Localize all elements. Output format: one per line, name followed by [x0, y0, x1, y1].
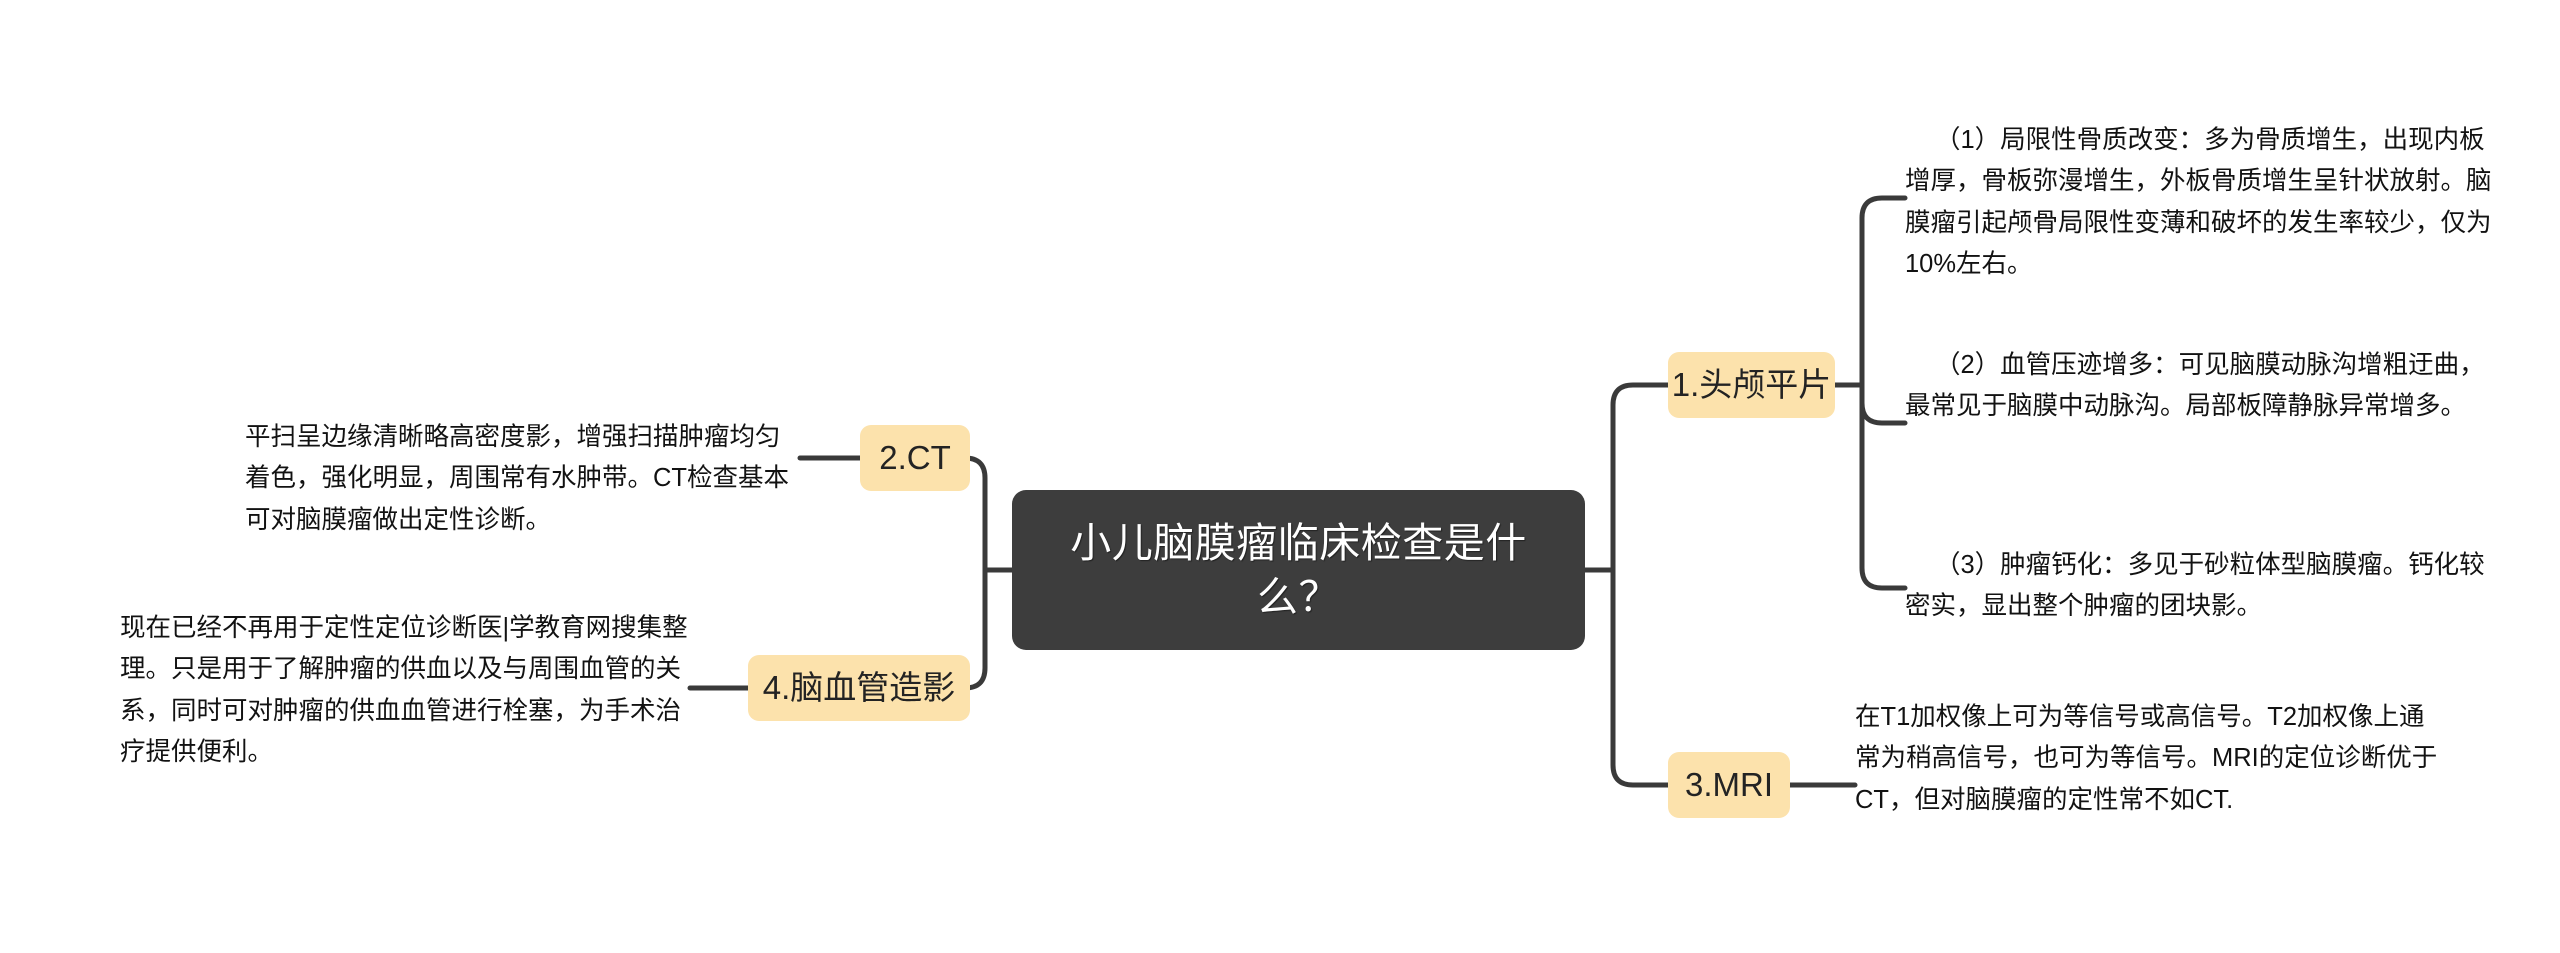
topic-node-1-label: 1.头颅平片 [1671, 366, 1832, 404]
leaf-text-skull-3: （3）肿瘤钙化：多见于砂粒体型脑膜瘤。钙化较密实，显出整个肿瘤的团块影。 [1905, 551, 2485, 621]
topic-node-1-skull-plain-film[interactable]: 1.头颅平片 [1668, 352, 1835, 418]
leaf-text-skull-1: （1）局限性骨质改变：多为骨质增生，出现内板增厚，骨板弥漫增生，外板骨质增生呈针… [1905, 126, 2492, 278]
connector-topic1-leaf2 [1859, 382, 1908, 426]
root-node[interactable]: 小儿脑膜瘤临床检查是什么？ [1012, 490, 1585, 650]
leaf-text-angiography: 现在已经不再用于定性定位诊断医|学教育网搜集整理。只是用于了解肿瘤的供血以及与周… [120, 614, 688, 766]
connector-topic1-leaf1 [1859, 195, 1908, 388]
connector-right-spine-up [1610, 382, 1671, 573]
connector-right-spine-down [1610, 567, 1671, 788]
topic-node-4-label: 4.脑血管造影 [762, 669, 956, 707]
topic-node-2-label: 2.CT [879, 439, 951, 477]
topic-node-3-label: 3.MRI [1685, 766, 1774, 804]
topic-node-4-cerebral-angiography[interactable]: 4.脑血管造影 [748, 655, 970, 721]
topic-node-2-ct[interactable]: 2.CT [860, 425, 970, 491]
leaf-text-ct: 平扫呈边缘清晰略高密度影，增强扫描肿瘤均匀着色，强化明显，周围常有水肿带。CT检… [245, 423, 789, 534]
connector-topic1-leaf3 [1859, 382, 1908, 591]
topic-node-3-mri[interactable]: 3.MRI [1668, 752, 1790, 818]
root-node-label: 小儿脑膜瘤临床检查是什么？ [1070, 519, 1527, 620]
leaf-text-mri: 在T1加权像上可为等信号或高信号。T2加权像上通常为稍高信号，也可为等信号。MR… [1855, 703, 2438, 814]
leaf-text-skull-2: （2）血管压迹增多：可见脑膜动脉沟增粗迂曲，最常见于脑膜中动脉沟。局部板障静脉异… [1905, 351, 2485, 421]
